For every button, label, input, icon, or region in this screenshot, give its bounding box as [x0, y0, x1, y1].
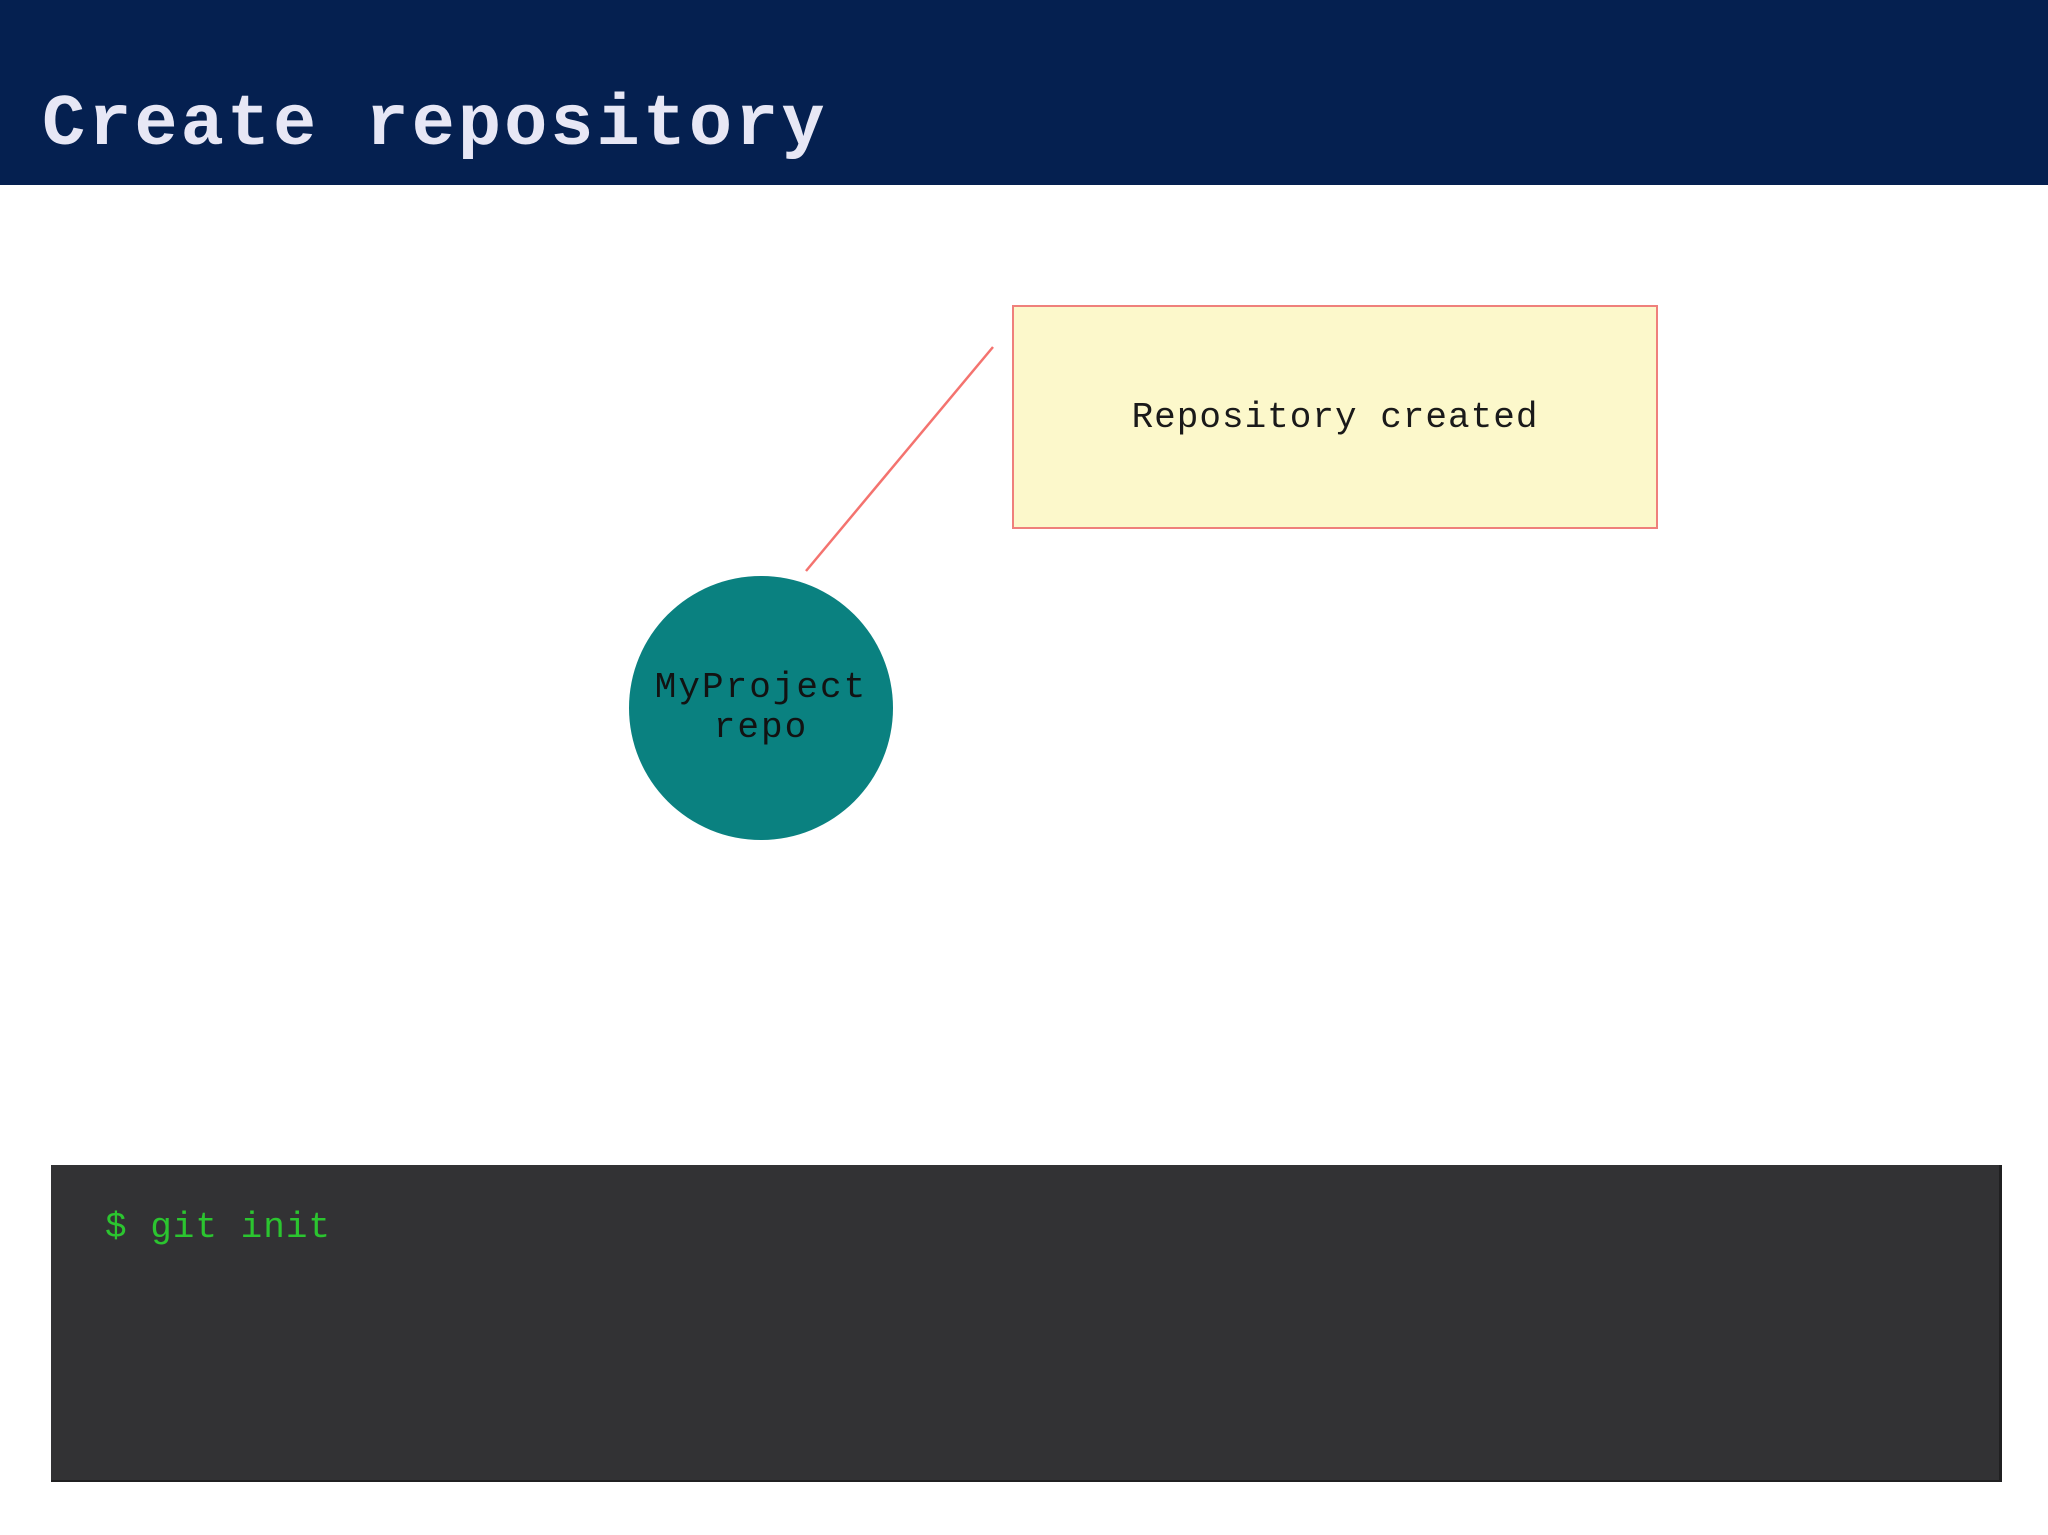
repo-node-label-line2: repo [713, 707, 809, 748]
callout-repository-created: Repository created [1012, 305, 1658, 529]
page-title: Create repository [42, 84, 828, 166]
terminal-panel: $ git init [51, 1165, 2002, 1482]
callout-text: Repository created [1131, 396, 1539, 438]
repo-node-circle: MyProject repo [629, 576, 893, 840]
repo-node-label-line1: MyProject [654, 667, 868, 708]
slide-header: Create repository [0, 0, 2048, 185]
terminal-command: $ git init [105, 1207, 332, 1248]
